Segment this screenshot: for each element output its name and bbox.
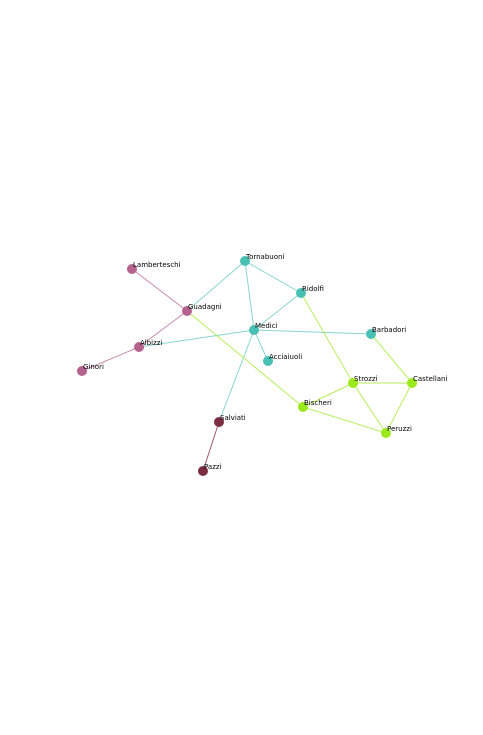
edge-albizzi-ginori [81,346,140,372]
node-peruzzi [381,428,391,438]
node-medici [249,325,259,335]
nodes-layer [77,256,417,476]
node-albizzi [134,342,144,352]
node-label-tornabuoni: Tornabuoni [245,253,284,261]
node-ginori [77,366,87,376]
node-label-lamberteschi: Lamberteschi [133,261,181,269]
node-label-barbadori: Barbadori [372,326,406,334]
node-strozzi [348,378,358,388]
node-label-guadagni: Guadagni [188,303,222,311]
edge-guadagni-albizzi [138,310,188,348]
edge-castellani-peruzzi [385,382,413,434]
edge-tornabuoni-ridolfi [244,260,302,294]
node-barbadori [366,329,376,339]
node-label-strozzi: Strozzi [354,375,378,383]
edges-layer [81,260,413,472]
edge-ridolfi-strozzi [300,292,354,384]
node-label-salviati: Salviati [220,414,246,422]
node-acciaiuoli [263,356,273,366]
node-label-castellani: Castellani [413,375,447,383]
edge-strozzi-bischeri [302,382,354,408]
edge-medici-salviati [218,329,255,423]
node-label-bischeri: Bischeri [304,399,332,407]
node-label-medici: Medici [255,322,278,330]
node-pazzi [198,466,208,476]
node-label-pazzi: Pazzi [204,463,222,471]
node-label-peruzzi: Peruzzi [387,425,412,433]
edge-salviati-pazzi [202,421,220,472]
edge-albizzi-medici [138,329,255,348]
edge-bischeri-peruzzi [302,406,387,434]
node-lamberteschi [127,264,137,274]
edge-guadagni-bischeri [186,310,304,408]
edge-guadagni-tornabuoni [186,260,246,312]
node-castellani [407,378,417,388]
node-label-acciaiuoli: Acciaiuoli [269,353,302,361]
node-label-ridolfi: Ridolfi [302,285,324,293]
edge-strozzi-peruzzi [352,382,387,434]
edge-tornabuoni-medici [244,260,255,331]
edge-ridolfi-medici [253,292,302,331]
node-guadagni [182,306,192,316]
edge-barbadori-castellani [370,333,413,384]
node-ridolfi [296,288,306,298]
node-salviati [214,417,224,427]
node-label-albizzi: Albizzi [140,339,162,347]
node-tornabuoni [240,256,250,266]
edge-medici-barbadori [253,329,372,335]
node-label-ginori: Ginori [83,363,104,371]
edge-medici-acciaiuoli [253,329,269,362]
node-bischeri [298,402,308,412]
edge-lamberteschi-guadagni [131,268,188,312]
